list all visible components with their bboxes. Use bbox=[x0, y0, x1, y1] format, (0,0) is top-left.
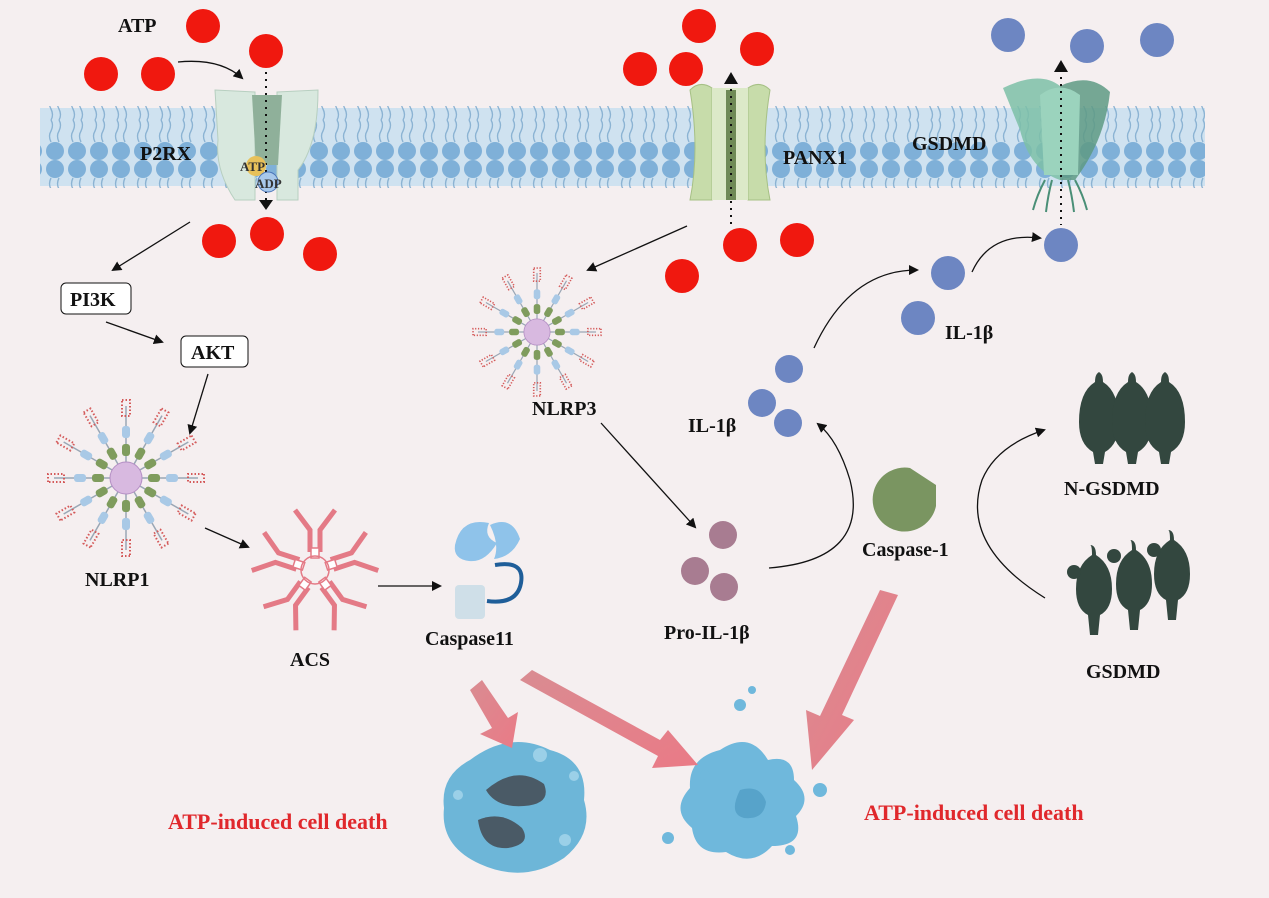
label-caspase1: Caspase-1 bbox=[862, 539, 949, 561]
label-nlrp1: NLRP1 bbox=[85, 569, 149, 591]
nlrp3-inflammasome-icon bbox=[472, 267, 602, 397]
labels-lower: NLRP1 ACS Caspase11 NLRP3 Pro-IL-1β IL-1… bbox=[85, 322, 1160, 834]
labels: ATP P2RX ATP ADP PANX1 GSDMD bbox=[118, 15, 986, 191]
acs-antibody-ring-icon bbox=[252, 508, 378, 630]
label-pro-il1b: Pro-IL-1β bbox=[664, 622, 750, 644]
label-gsdmd: GSDMD bbox=[1086, 661, 1160, 683]
label-p2rx: P2RX bbox=[140, 143, 192, 165]
n-gsdmd-icon bbox=[1079, 372, 1185, 464]
caspase1-pacman-icon bbox=[872, 467, 936, 532]
il1b-molecules bbox=[748, 18, 1174, 437]
arrow-caspase11-to-burst-cell bbox=[520, 670, 698, 768]
label-death-right: ATP-induced cell death bbox=[864, 800, 1084, 825]
nlrp1-inflammasome-icon bbox=[47, 399, 205, 557]
arrow-caspase1-to-burst-cell bbox=[806, 590, 898, 770]
label-il1b-mid: IL-1β bbox=[688, 415, 736, 437]
label-gsdmd-top: GSDMD bbox=[912, 133, 986, 155]
arrow-caspase11-to-dead-cell bbox=[470, 680, 518, 748]
panx1-channel-icon bbox=[689, 72, 771, 225]
label-pi3k: PI3K bbox=[70, 289, 116, 311]
gsdmd-icon bbox=[1067, 530, 1190, 635]
label-n-gsdmd: N-GSDMD bbox=[1064, 478, 1160, 500]
label-atp-small: ATP bbox=[240, 159, 265, 174]
caspase11-icon bbox=[454, 521, 524, 619]
pyroptotic-cell-icon bbox=[662, 686, 827, 859]
pro-il1b-molecules bbox=[681, 521, 738, 601]
gsdmd-pore-icon bbox=[1003, 60, 1110, 225]
label-adp: ADP bbox=[255, 176, 282, 191]
label-atp: ATP bbox=[118, 15, 157, 37]
death-arrows bbox=[470, 590, 898, 770]
label-panx1: PANX1 bbox=[783, 147, 847, 169]
label-nlrp3: NLRP3 bbox=[532, 398, 596, 420]
label-il1b-right: IL-1β bbox=[945, 322, 993, 344]
pathway-arrows bbox=[105, 60, 1046, 599]
p2rx-channel-icon bbox=[214, 72, 319, 210]
label-acs: ACS bbox=[290, 649, 330, 671]
label-death-left: ATP-induced cell death bbox=[168, 809, 388, 834]
label-caspase11: Caspase11 bbox=[425, 628, 514, 650]
pi3k-box: PI3K bbox=[60, 282, 132, 315]
label-akt: AKT bbox=[191, 342, 235, 364]
apoptotic-cell-icon bbox=[443, 742, 587, 873]
akt-box: AKT bbox=[180, 335, 249, 368]
